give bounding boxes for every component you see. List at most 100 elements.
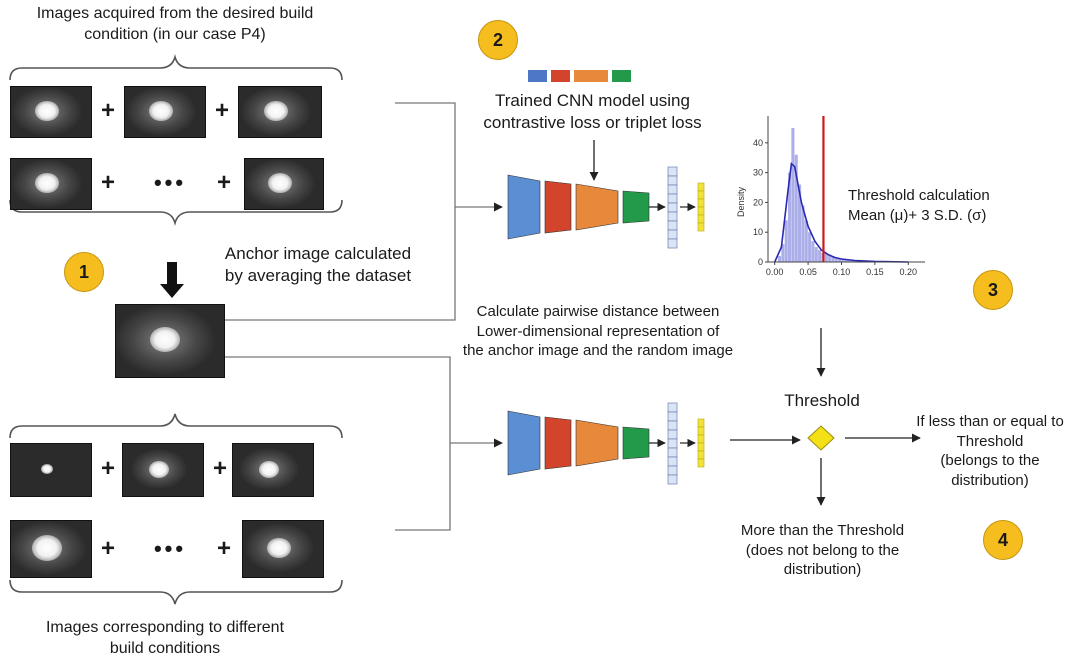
bottom-caption-line1: Images corresponding to different — [45, 619, 285, 636]
line-bottom-group-to-cnn2 — [395, 443, 451, 531]
feature-vector-cell — [667, 474, 678, 485]
image-bright-spot — [149, 326, 180, 353]
anchor-caption-line1: Anchor image calculated — [224, 244, 412, 263]
image-bright-spot — [263, 100, 288, 122]
cnn-layer-orange — [575, 183, 619, 231]
histogram-bar — [814, 247, 818, 262]
histogram-bar — [798, 184, 802, 262]
step-badge-3: 3 — [973, 270, 1013, 310]
cnn-caption: Trained CNN model using contrastive loss… — [455, 90, 730, 134]
legend-swatch — [574, 70, 608, 82]
anchor-image — [115, 304, 225, 378]
histogram-bar — [784, 220, 788, 262]
legend-swatch — [528, 70, 547, 82]
x-tick-label: 0.20 — [900, 267, 918, 277]
histogram-bar — [778, 256, 782, 262]
less-caption-line3: (belongs to the — [940, 452, 1040, 469]
x-tick-label: 0.10 — [833, 267, 851, 277]
cnn-layer-red — [544, 416, 572, 470]
y-tick-label: 0 — [758, 257, 763, 267]
x-tick-label: 0.15 — [866, 267, 884, 277]
histogram-bar — [818, 250, 822, 262]
histogram-bar — [788, 172, 792, 262]
histogram-bar — [848, 260, 852, 262]
y-tick-label: 20 — [753, 197, 763, 207]
histogram-bar — [831, 256, 835, 262]
less-caption-line4: distribution) — [951, 471, 1029, 489]
top-group-lower-brace — [9, 199, 343, 227]
distance-caption-line3: the anchor image and the random image — [462, 342, 734, 359]
ellipsis: ••• — [153, 170, 187, 195]
bottom-image-2 — [122, 443, 204, 497]
more-caption-line2: (does not belong to the — [745, 541, 900, 559]
legend-swatch — [551, 70, 570, 82]
histogram-bar — [824, 253, 828, 262]
histogram-bar — [781, 244, 785, 262]
threshold-calc-caption: Threshold calculation Mean (μ)+ 3 S.D. (… — [848, 186, 1033, 225]
top-caption: Images acquired from the desired build c… — [0, 4, 350, 46]
bottom-image-3 — [232, 443, 314, 497]
bottom-caption-line2: build conditions — [109, 639, 221, 657]
bottom-image-1 — [10, 443, 92, 497]
anchor-caption: Anchor image calculated by averaging the… — [198, 243, 438, 287]
x-tick-label: 0.00 — [766, 267, 784, 277]
plus-sign: + — [214, 97, 229, 124]
cnn-caption-line2: contrastive loss or triplet loss — [483, 113, 702, 133]
cnn-layer-green — [622, 190, 650, 224]
anchor-down-arrow — [160, 262, 184, 298]
kde-curve — [773, 162, 909, 263]
threshold-diamond — [807, 425, 835, 451]
threshold-calc-line1: Threshold calculation — [848, 187, 990, 204]
histogram-bar — [851, 260, 855, 262]
top-image-5 — [244, 158, 324, 210]
line-anchor-to-cnn2 — [225, 356, 503, 448]
image-bright-spot — [268, 172, 293, 194]
legend-swatch — [612, 70, 631, 82]
top-caption-line2: condition (in our case P4) — [84, 25, 266, 43]
step-badge-4: 4 — [983, 520, 1023, 560]
embedding-cell — [697, 458, 705, 468]
plus-sign: + — [100, 535, 115, 562]
feature-vector-cell — [667, 238, 678, 249]
cnn-caption-line1: Trained CNN model using — [495, 91, 690, 110]
plus-sign: + — [100, 455, 115, 482]
line-top-group-to-cnn — [395, 102, 503, 212]
histogram-bar — [808, 232, 812, 262]
distance-caption-line1: Calculate pairwise distance between — [476, 303, 720, 320]
step-badge-2: 2 — [478, 20, 518, 60]
top-brace — [9, 53, 343, 81]
histogram-bar — [828, 254, 832, 262]
distance-caption: Calculate pairwise distance between Lowe… — [448, 302, 748, 361]
image-bright-spot — [35, 100, 59, 122]
bottom-brace — [9, 579, 343, 605]
more-caption-line3: distribution) — [783, 561, 862, 578]
histogram-bar — [838, 258, 842, 262]
anchor-caption-line2: by averaging the dataset — [224, 266, 412, 286]
image-bright-spot — [149, 460, 169, 478]
plus-sign: + — [100, 97, 115, 124]
bottom-image-4 — [10, 520, 92, 578]
cnn-layer-blue — [507, 410, 541, 476]
cnn-layer-red — [544, 180, 572, 234]
y-tick-label: 40 — [753, 138, 763, 148]
embedding-cell — [697, 222, 705, 232]
image-bright-spot — [149, 100, 173, 122]
cnn-layer-orange — [575, 419, 619, 467]
step-badge-1: 1 — [64, 252, 104, 292]
image-bright-spot — [267, 537, 291, 559]
histogram-bar — [794, 154, 798, 262]
histogram-bar — [844, 259, 848, 262]
top-image-4 — [10, 158, 92, 210]
top-image-2 — [124, 86, 206, 138]
less-caption-line2: Threshold — [956, 432, 1024, 450]
more-caption-line1: More than the Threshold — [740, 522, 905, 539]
top-image-3 — [238, 86, 322, 138]
plus-sign: + — [100, 169, 115, 196]
threshold-label: Threshold — [784, 391, 860, 410]
image-bright-spot — [259, 460, 279, 478]
less-caption-line1: If less than or equal to — [916, 413, 1064, 430]
